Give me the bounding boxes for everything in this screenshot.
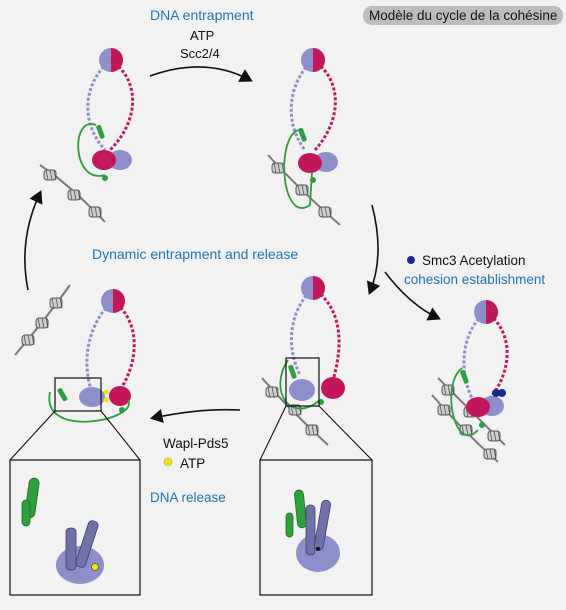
wapl-pds5-label: Wapl-Pds5 [163, 436, 229, 451]
dna-release-label: DNA release [150, 490, 226, 505]
figure-title: Modèle du cycle de la cohésine [363, 6, 564, 25]
dynamic-entrapment-label: Dynamic entrapment and release [92, 246, 299, 262]
arrow-dynamic [366, 204, 381, 295]
arrow-entrapment [149, 66, 253, 82]
cohesin-complex-5 [431, 300, 509, 463]
cohesin-complex-2 [267, 48, 341, 226]
arrow-acetylation [384, 271, 441, 321]
acetyl-legend-dot [407, 256, 415, 264]
atp-legend-dot [163, 457, 173, 467]
zoom-box-left [9, 459, 141, 596]
zoom-lines [9, 405, 373, 461]
cohesion-establishment-label: cohesion establishment [404, 272, 546, 287]
cohesin-complex-4 [261, 276, 345, 446]
arrow-reload [24, 190, 43, 291]
arrow-release [149, 408, 241, 424]
smc3-acetylation-label: Smc3 Acetylation [422, 253, 526, 268]
entrapment-scc-label: Scc2/4 [180, 46, 220, 61]
dna-entrapment-label: DNA entrapment [150, 7, 254, 23]
zoom-box-right [259, 459, 373, 596]
entrapment-atp-label: ATP [190, 28, 215, 43]
cohesin-complex-3 [14, 284, 136, 423]
cohesin-complex-1 [39, 48, 134, 223]
release-atp-label: ATP [180, 456, 206, 471]
